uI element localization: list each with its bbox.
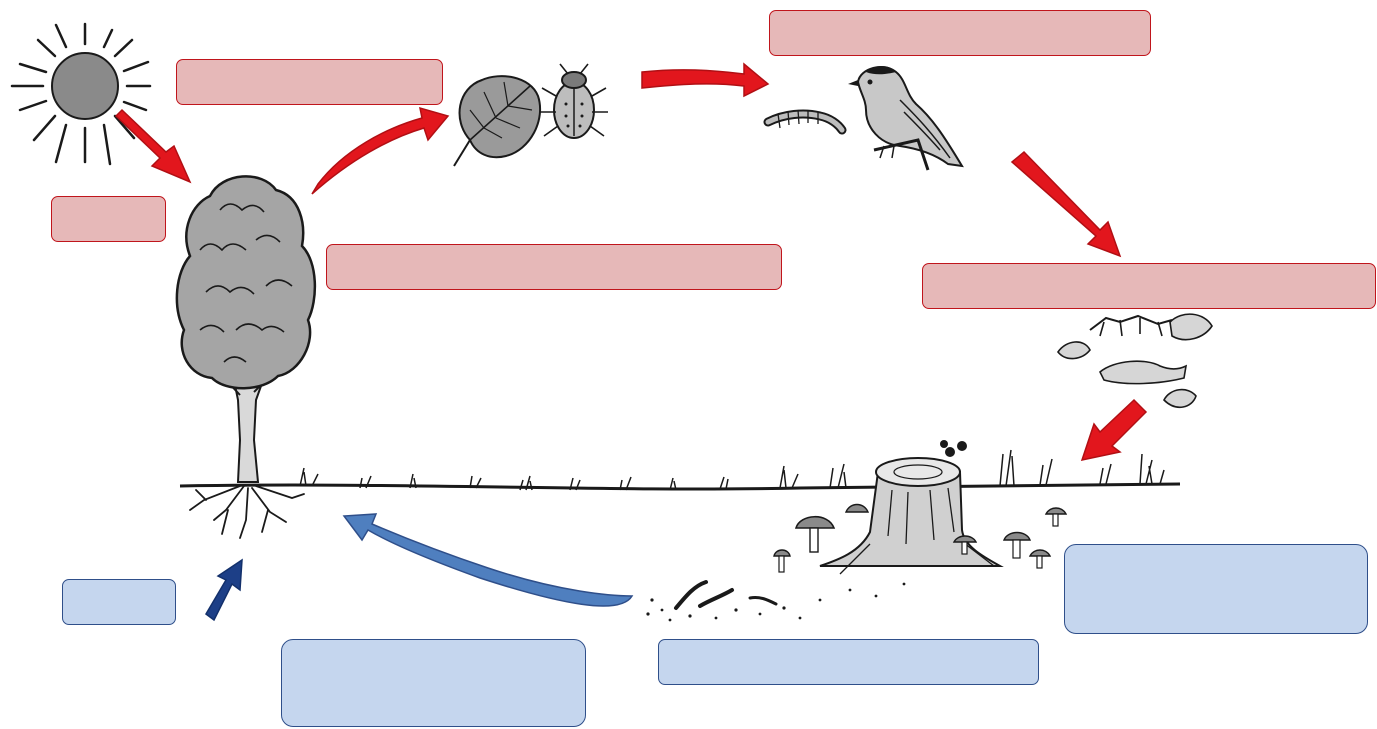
dead-matter-label-box[interactable] — [922, 263, 1376, 309]
bird-icon — [848, 66, 964, 171]
grass-ground-line — [179, 449, 1181, 491]
tree-stump-icon — [819, 440, 1004, 575]
nutrients-label-box[interactable] — [281, 639, 586, 727]
sun-icon — [10, 22, 152, 166]
tree-icon — [175, 175, 317, 539]
sun-label-box[interactable] — [176, 59, 443, 105]
leaf-icon — [453, 75, 542, 167]
decomposer-label-box[interactable] — [1064, 544, 1368, 634]
nutrient-arrow-soil-to-tree — [342, 513, 634, 607]
caterpillar-icon — [763, 109, 847, 135]
nutrient-arrow-up-to-roots — [205, 558, 243, 622]
top-consumer-label-box[interactable] — [769, 10, 1151, 56]
earthworm-icon — [646, 580, 906, 622]
producer-label-box[interactable] — [51, 196, 166, 242]
energy-arrow-bird-to-dead — [1010, 150, 1122, 258]
energy-arrow-tree-to-leaf — [311, 106, 450, 195]
dead-organisms-icon — [1057, 313, 1213, 408]
energy-arrow-sun-to-tree — [114, 108, 192, 184]
energy-arrow-dead-to-stump — [1080, 398, 1148, 462]
beetle-icon — [540, 63, 608, 139]
mushroom-icon — [773, 503, 1068, 573]
soil-label-box[interactable] — [658, 639, 1039, 685]
roots-label-box[interactable] — [62, 579, 176, 625]
energy-arrow-beetle-to-bird — [641, 62, 770, 98]
tree-caption-box[interactable] — [326, 244, 782, 290]
